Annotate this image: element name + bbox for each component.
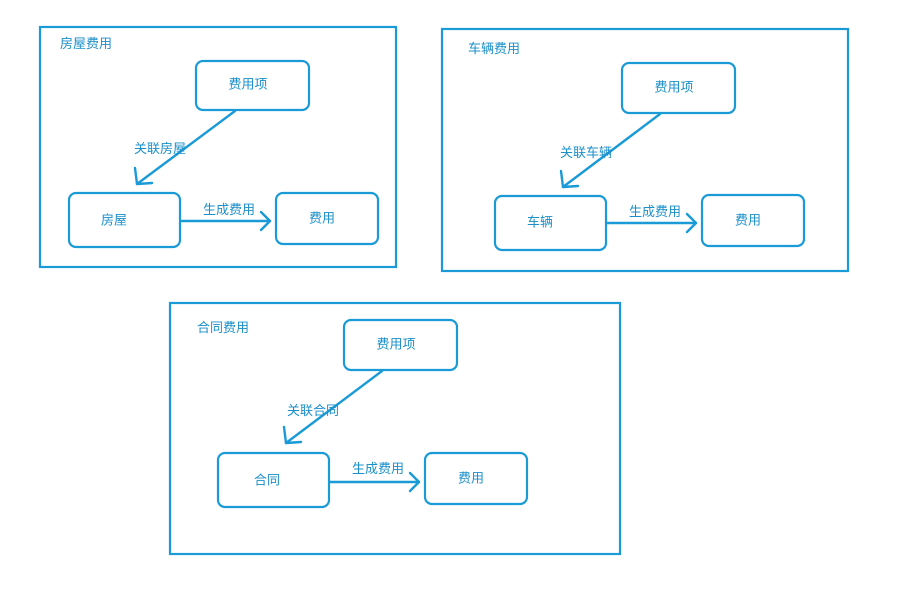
panel-vehicle-fee: 车辆费用 费用项 车辆 费用 关联车辆 生成费用 — [440, 27, 850, 273]
entity-node-house — [67, 191, 182, 249]
fee-node — [274, 191, 380, 246]
fee-item-node — [620, 61, 737, 115]
panel-frame — [440, 27, 850, 273]
associate-edge-label: 关联房屋 — [134, 141, 186, 157]
fee-node — [700, 193, 806, 248]
associate-arrow — [282, 369, 384, 445]
generate-arrow — [328, 471, 421, 493]
fee-node-label: 费用 — [735, 214, 761, 229]
associate-edge-label: 关联合同 — [287, 404, 339, 419]
panel-title: 房屋费用 — [60, 36, 112, 52]
associate-edge-label: 关联车辆 — [560, 145, 612, 161]
entity-node-label: 车辆 — [527, 215, 553, 231]
fee-node-label: 费用 — [458, 472, 484, 487]
generate-edge-label: 生成费用 — [203, 203, 255, 218]
fee-node-label: 费用 — [309, 212, 335, 227]
associate-arrow — [559, 112, 662, 189]
panel-title: 车辆费用 — [468, 41, 520, 57]
panel-house-fee: 房屋费用 费用项 房屋 费用 关联房屋 生成费用 — [38, 25, 398, 269]
generate-arrow — [605, 212, 698, 234]
fee-item-node-label: 费用项 — [376, 338, 415, 353]
generate-edge-label: 生成费用 — [352, 462, 404, 477]
panel-contract-fee: 合同费用 费用项 合同 费用 关联合同 生成费用 — [168, 301, 622, 556]
fee-node — [423, 451, 529, 506]
generate-edge-label: 生成费用 — [629, 205, 681, 220]
fee-item-node — [342, 318, 459, 372]
fee-item-node-label: 费用项 — [654, 81, 693, 96]
associate-arrow — [133, 109, 237, 186]
entity-node-label: 房屋 — [101, 213, 127, 229]
generate-arrow — [179, 210, 272, 232]
entity-node-contract — [216, 451, 331, 509]
panel-frame — [168, 301, 622, 556]
entity-node-label: 合同 — [254, 474, 280, 489]
panel-frame — [38, 25, 398, 269]
fee-item-node-label: 费用项 — [228, 78, 267, 93]
fee-item-node — [194, 59, 311, 112]
panel-title: 合同费用 — [197, 321, 249, 336]
